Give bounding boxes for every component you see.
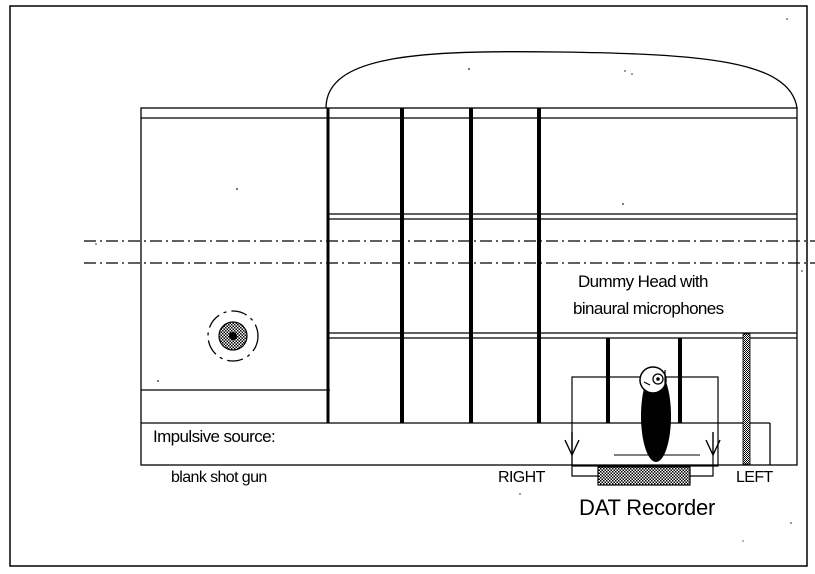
- impulsive-source-label-line2: blank shot gun: [171, 469, 267, 486]
- scan-speckles: [95, 18, 803, 542]
- dat-recorder-label: DAT Recorder: [579, 495, 716, 520]
- left-channel-label: LEFT: [736, 469, 773, 486]
- arched-roof: [325, 51, 798, 109]
- dummy-head-label-line1: Dummy Head with: [578, 272, 708, 291]
- dat-recorder-device: [597, 466, 691, 486]
- pillars: [400, 108, 682, 423]
- impulsive-source-label-line1: Impulsive source:: [153, 427, 276, 446]
- dat-connection-lines: [571, 455, 714, 477]
- dummy-head-label-line2: binaural microphones: [573, 299, 724, 318]
- central-hall: [326, 108, 797, 423]
- section-lines: [84, 240, 815, 264]
- impulsive-source-symbol: [207, 310, 259, 362]
- hatched-pillar: [742, 333, 751, 465]
- outer-frame: [9, 5, 808, 567]
- right-microphone-arrow: [564, 432, 580, 457]
- dummy-head-figure: [639, 366, 671, 462]
- right-channel-label: RIGHT: [498, 469, 545, 486]
